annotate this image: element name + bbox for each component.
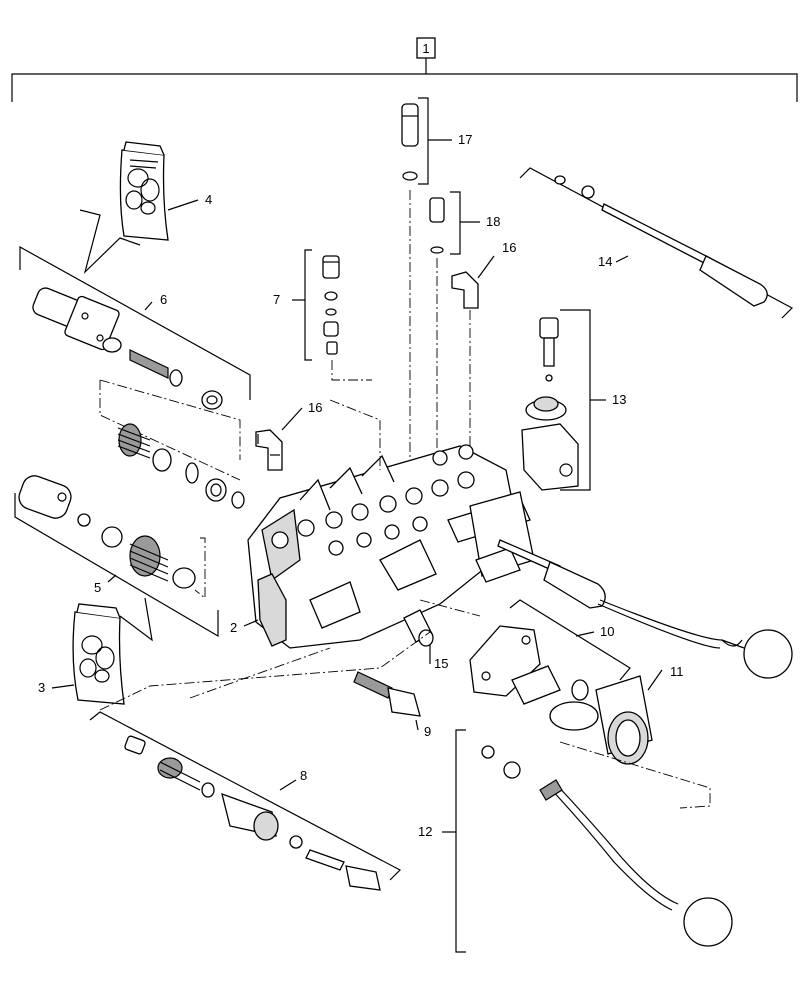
callout-3: 3 (38, 680, 45, 695)
check-valve-stack (322, 255, 340, 355)
seal-kit-bag-icon-2 (72, 603, 125, 705)
callout-10: 10 (600, 624, 614, 639)
callout-4: 4 (205, 192, 212, 207)
control-valve-body-icon (247, 444, 521, 649)
lever-base-assembly (521, 317, 579, 491)
lever-14-icon (554, 175, 768, 307)
callout-15: 15 (434, 656, 448, 671)
callout-8: 8 (300, 768, 307, 783)
straight-fitting-18 (429, 197, 445, 254)
control-lever-icon (447, 491, 793, 679)
bellows-boot-11 (549, 675, 653, 765)
callout-18: 18 (486, 214, 500, 229)
relief-valve-assembly-8 (124, 735, 381, 891)
callout-9: 9 (424, 724, 431, 739)
elbow-fitting-right (451, 271, 479, 309)
callout-7: 7 (273, 292, 280, 307)
callout-2: 2 (230, 620, 237, 635)
callout-12: 12 (418, 824, 432, 839)
callout-13: 13 (612, 392, 626, 407)
callout-11: 11 (670, 664, 684, 679)
spool-cap-assembly-lower (18, 475, 196, 589)
spring-stack-upper (117, 423, 245, 509)
callout-1: 1 (422, 41, 429, 56)
callout-17: 17 (458, 132, 472, 147)
adjuster-9 (353, 671, 421, 717)
straight-fitting-17 (401, 103, 419, 181)
callout-16-left: 16 (308, 400, 322, 415)
seal-kit-bag-icon (119, 141, 169, 241)
assembly-bracket: 1 (11, 37, 798, 102)
callout-6: 6 (160, 292, 167, 307)
lever-12-icon (481, 745, 733, 947)
plug-15 (403, 609, 434, 647)
callout-14: 14 (598, 254, 612, 269)
elbow-fitting-left (255, 429, 283, 471)
control-housing-10 (469, 625, 589, 705)
spool-cap-assembly (32, 287, 223, 410)
callout-16-right: 16 (502, 240, 516, 255)
callout-5: 5 (94, 580, 101, 595)
